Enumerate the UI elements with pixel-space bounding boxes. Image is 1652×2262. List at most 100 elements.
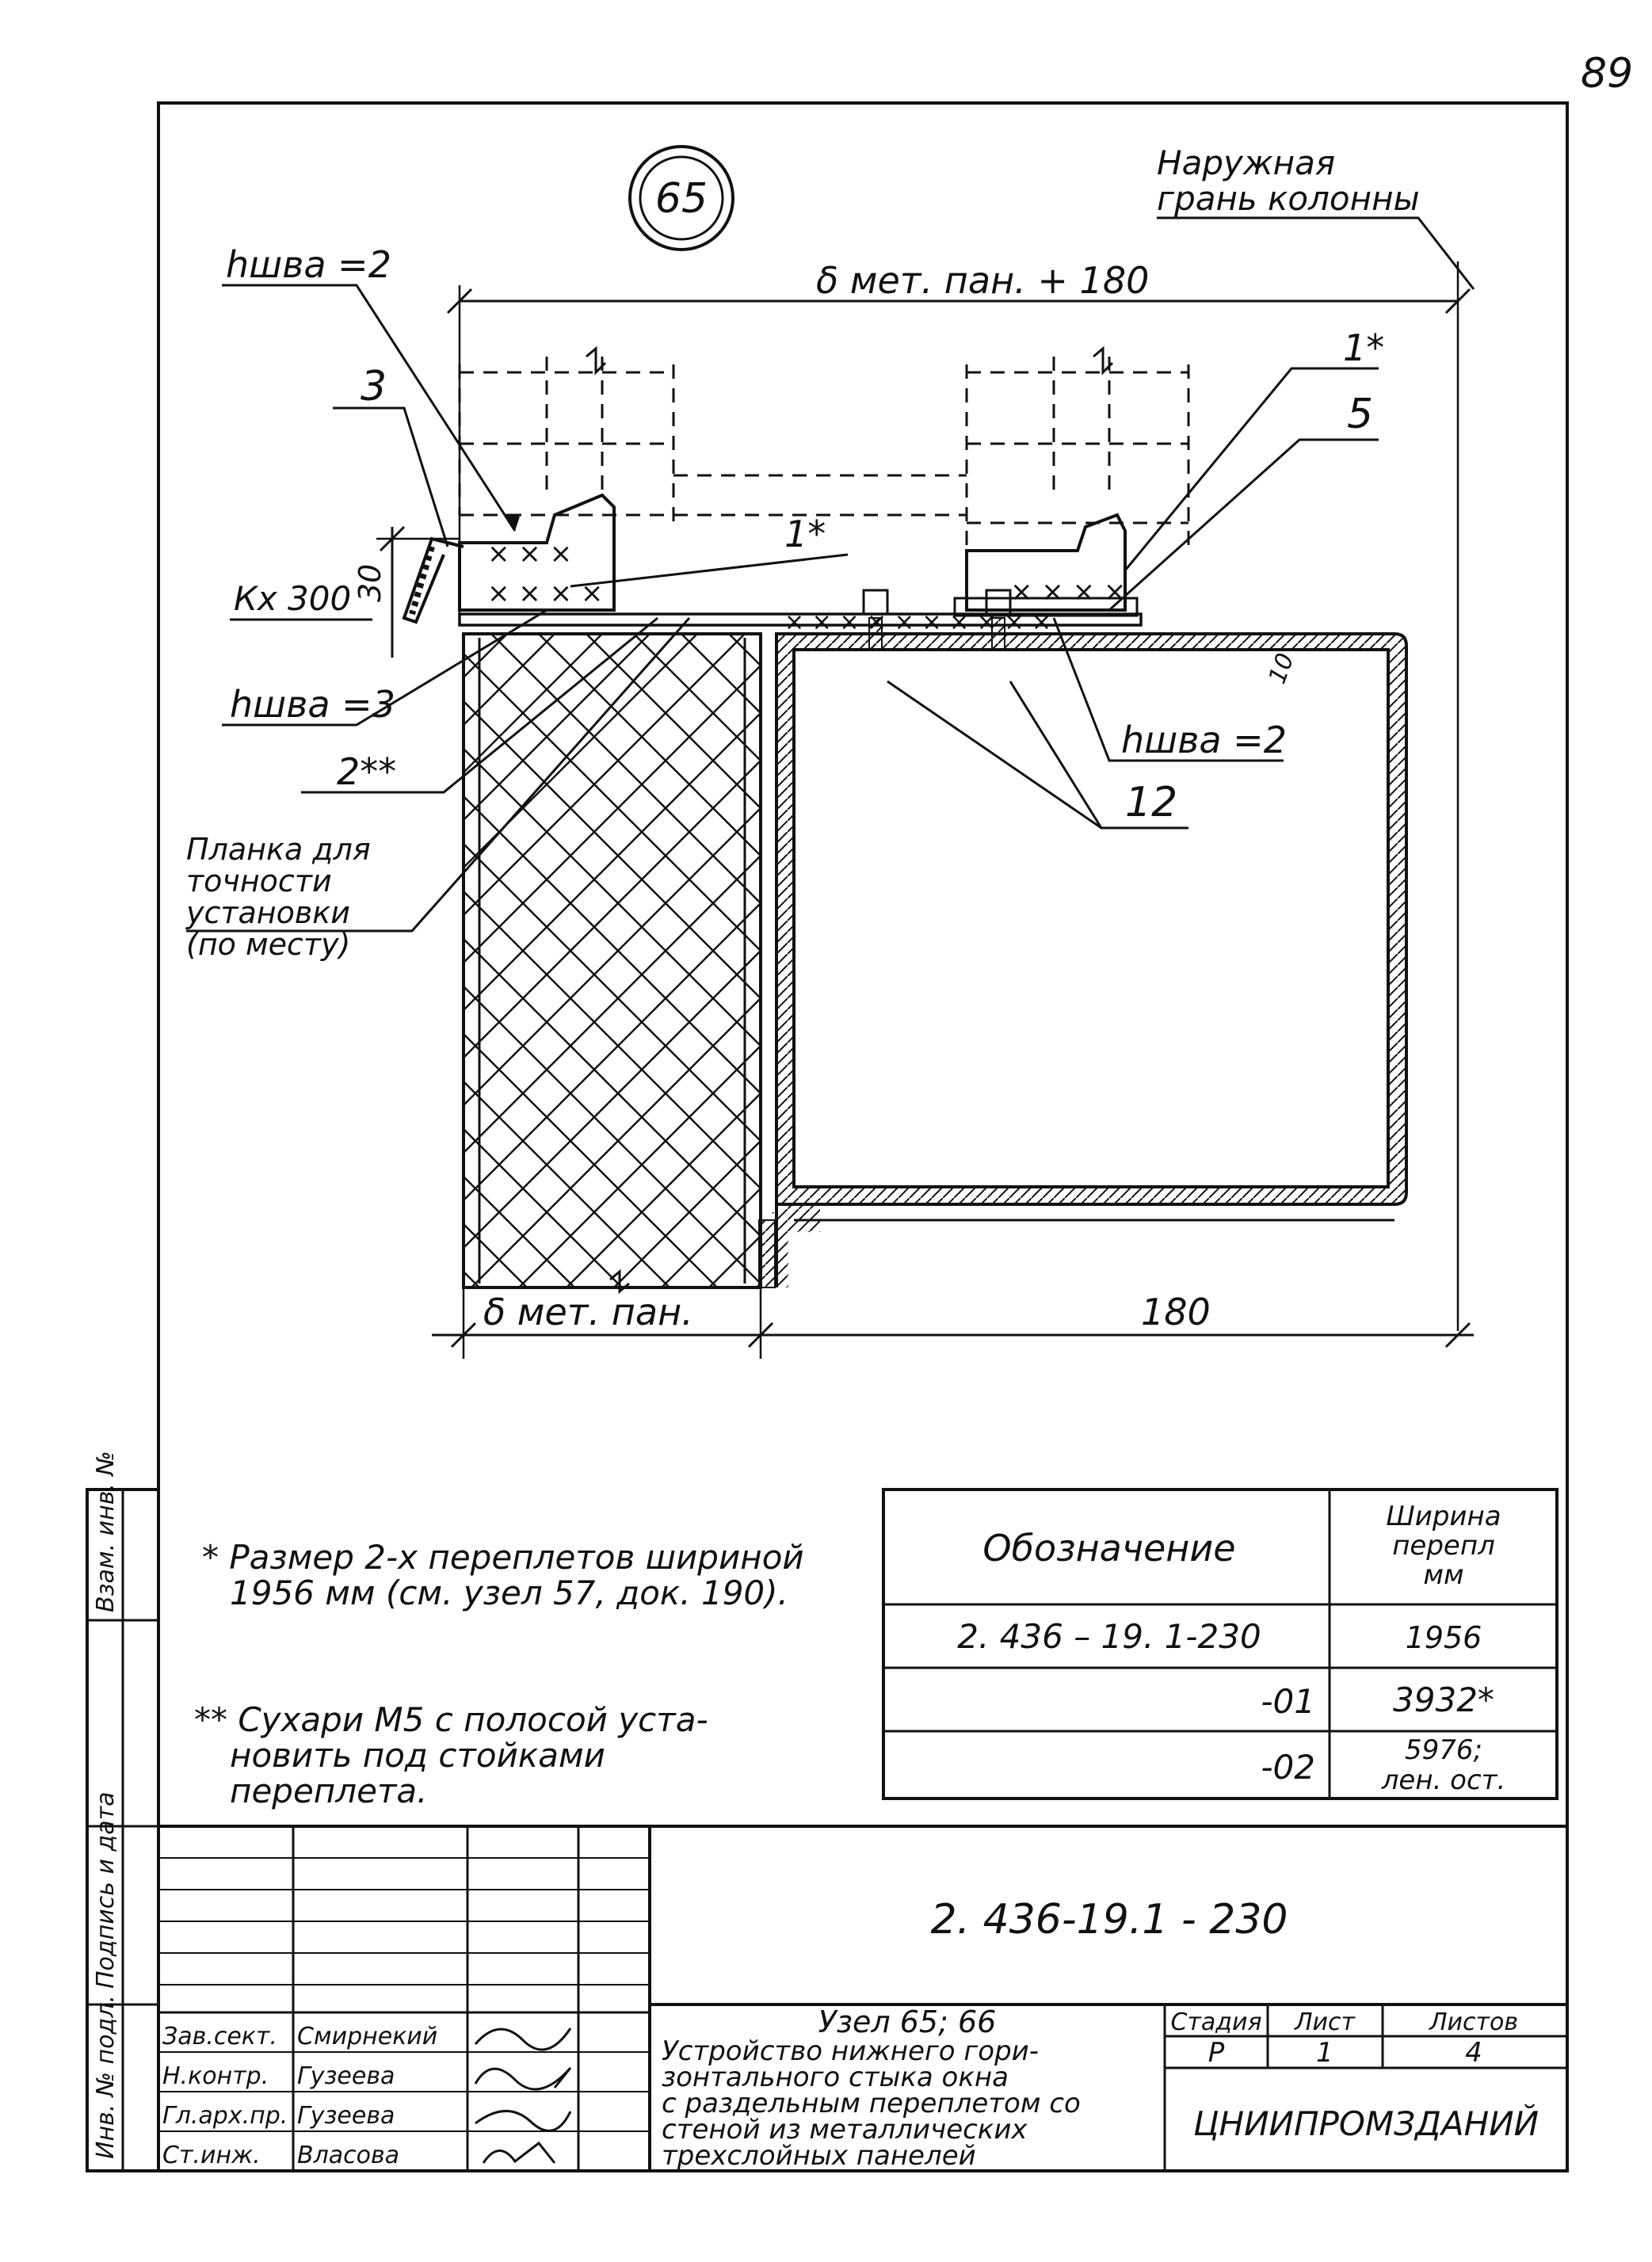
side-stamp: Инв. № подл. Подпись и дата Взам. инв. №	[86, 1451, 160, 2172]
sill-profile-left: × × × × × × ×	[402, 493, 616, 624]
drawing-frame	[157, 101, 1569, 2172]
svg-text:30: 30	[353, 564, 387, 602]
insulated-panel	[462, 632, 762, 1295]
label-pos-2: 2**	[301, 616, 658, 794]
steel-column	[758, 632, 1408, 1288]
svg-text:5: 5	[1347, 391, 1373, 438]
role-3: Гл.арх.пр.	[162, 2102, 288, 2130]
role-2-name: Гузеева	[297, 2062, 395, 2090]
label-weld-top-left: hшва =2	[222, 243, 520, 532]
spec-header-width-2: перепл	[1392, 1530, 1495, 1562]
svg-text:180: 180	[1141, 1291, 1211, 1333]
label-pos-1a: 1*	[570, 513, 849, 588]
title-line-4: с раздельным переплетом со	[662, 2088, 1081, 2119]
label-plank: Планка для точности установки (по месту)	[185, 617, 691, 962]
spec-row-2-width: 3932*	[1393, 1680, 1494, 1719]
label-pos-1b: 1*	[1124, 326, 1384, 571]
svg-text:1*: 1*	[784, 513, 826, 555]
svg-text:hшва =2: hшва =2	[1121, 719, 1287, 761]
sheets-value: 4	[1465, 2037, 1482, 2069]
spec-row-3-designation: -02	[1261, 1748, 1315, 1787]
role-4: Ст.инж.	[162, 2142, 261, 2169]
spec-row-1-width: 1956	[1406, 1620, 1482, 1655]
signature-2	[474, 2067, 572, 2091]
title-line-6: трехслойных панелей	[662, 2140, 976, 2172]
svg-text:× × × ×: × × × ×	[487, 578, 603, 609]
window-frame-left	[458, 357, 967, 523]
break-mark-left	[586, 345, 607, 376]
sill-profile-right: × × × ×	[953, 513, 1139, 617]
signature-3	[475, 2110, 572, 2132]
sheet-label: Лист	[1294, 2008, 1356, 2036]
svg-text:12: 12	[1125, 779, 1177, 826]
svg-text:* Размер 2-х переплетов ширино: * Размер 2-х переплетов шириной	[202, 1538, 804, 1577]
title-line-1: Узел 65; 66	[818, 2005, 997, 2039]
signature-1	[474, 2027, 572, 2051]
spec-row-1-designation: 2. 436 – 19. 1-230	[957, 1617, 1261, 1656]
svg-text:(по месту): (по месту)	[186, 927, 350, 962]
dimension-top: δ мет. пан. + 180	[446, 259, 1471, 1331]
page-number: 89	[1581, 50, 1633, 97]
notes: * Размер 2-х переплетов шириной 1956 мм …	[194, 1538, 804, 1810]
svg-text:65: 65	[655, 175, 708, 223]
title-line-3: зонтального стыка окна	[662, 2062, 1009, 2093]
role-1-name: Смирнекий	[297, 2023, 437, 2050]
label-weld-right: hшва =2	[1052, 617, 1287, 762]
svg-text:1956 мм (см. узел 57, док. 190: 1956 мм (см. узел 57, док. 190).	[230, 1573, 788, 1612]
spec-header-width-1: Ширина	[1386, 1501, 1501, 1532]
svg-text:2**: 2**	[337, 750, 396, 793]
label-pos-5: 5	[1108, 391, 1379, 612]
spec-row-3-width-2: лен. ост.	[1381, 1764, 1506, 1796]
column-face-label-2: грань колонны	[1157, 179, 1420, 218]
svg-text:× × ×: × × ×	[487, 538, 572, 570]
window-frame-right	[965, 357, 1190, 547]
spec-table: Обозначение Ширина перепл мм 2. 436 – 19…	[882, 1488, 1559, 1800]
signature-4	[482, 2141, 556, 2164]
break-mark-right	[1093, 345, 1114, 376]
column-face-label-1: Наружная	[1157, 143, 1335, 182]
svg-text:hшва =2: hшва =2	[226, 243, 391, 286]
svg-text:** Сухари М5 с полосой уста-: ** Сухари М5 с полосой уста-	[194, 1700, 708, 1739]
svg-text:× × × ×: × × × ×	[1010, 576, 1126, 608]
svg-text:Планка для: Планка для	[186, 832, 371, 867]
base-plank	[458, 612, 1143, 627]
node-label: 65	[628, 145, 734, 251]
title-block: 2. 436-19.1 - 230 Узел 65; 66 Устройство…	[158, 1825, 1567, 2172]
label-weld-mid-left: hшва =3	[222, 608, 547, 727]
title-line-5: стеной из металлических	[662, 2114, 1028, 2146]
organization: ЦНИИПРОМЗДАНИЙ	[1193, 2104, 1539, 2143]
svg-text:3: 3	[361, 363, 387, 410]
stage-value: Р	[1208, 2037, 1225, 2069]
svg-text:Подпись и дата: Подпись и дата	[92, 1792, 120, 1989]
svg-text:точности: точности	[186, 864, 332, 898]
role-1: Зав.сект.	[162, 2023, 277, 2050]
svg-text:Инв. № подл.: Инв. № подл.	[92, 1995, 120, 2159]
svg-text:переплета.: переплета.	[230, 1772, 428, 1810]
column-face-leader	[1157, 216, 1475, 290]
spec-row-3-width-1: 5976;	[1405, 1734, 1482, 1766]
label-pos-12: 12	[887, 680, 1188, 830]
dimension-vertical: 30	[353, 525, 460, 658]
plank-weld-marks: × × × × × × × × × ×	[784, 608, 1051, 636]
role-3-name: Гузеева	[297, 2102, 395, 2130]
title-line-2: Устройство нижнего гори-	[662, 2035, 1039, 2067]
stage-label: Стадия	[1170, 2008, 1261, 2036]
spec-header-width-3: мм	[1423, 1559, 1463, 1591]
label-pos-3: 3	[333, 363, 449, 547]
svg-text:hшва =3: hшва =3	[230, 683, 395, 726]
svg-text:новить под стойками: новить под стойками	[230, 1736, 605, 1775]
spec-row-2-designation: -01	[1261, 1682, 1315, 1721]
svg-text:Кх 300: Кх 300	[234, 579, 351, 618]
svg-text:Взам. инв. №: Взам. инв. №	[92, 1451, 120, 1612]
role-2: Н.контр.	[162, 2062, 269, 2090]
svg-text:1*: 1*	[1343, 326, 1384, 369]
svg-text:δ мет. пан.: δ мет. пан.	[483, 1291, 693, 1333]
label-kx: Кх 300	[230, 579, 372, 621]
sheet-value: 1	[1316, 2037, 1333, 2069]
dimension-bottom: δ мет. пан. 180	[432, 1287, 1474, 1359]
svg-text:δ мет. пан. + 180: δ мет. пан. + 180	[816, 259, 1149, 302]
role-4-name: Власова	[297, 2142, 399, 2169]
document-code: 2. 436-19.1 - 230	[930, 1896, 1288, 1943]
svg-text:установки: установки	[185, 895, 350, 930]
